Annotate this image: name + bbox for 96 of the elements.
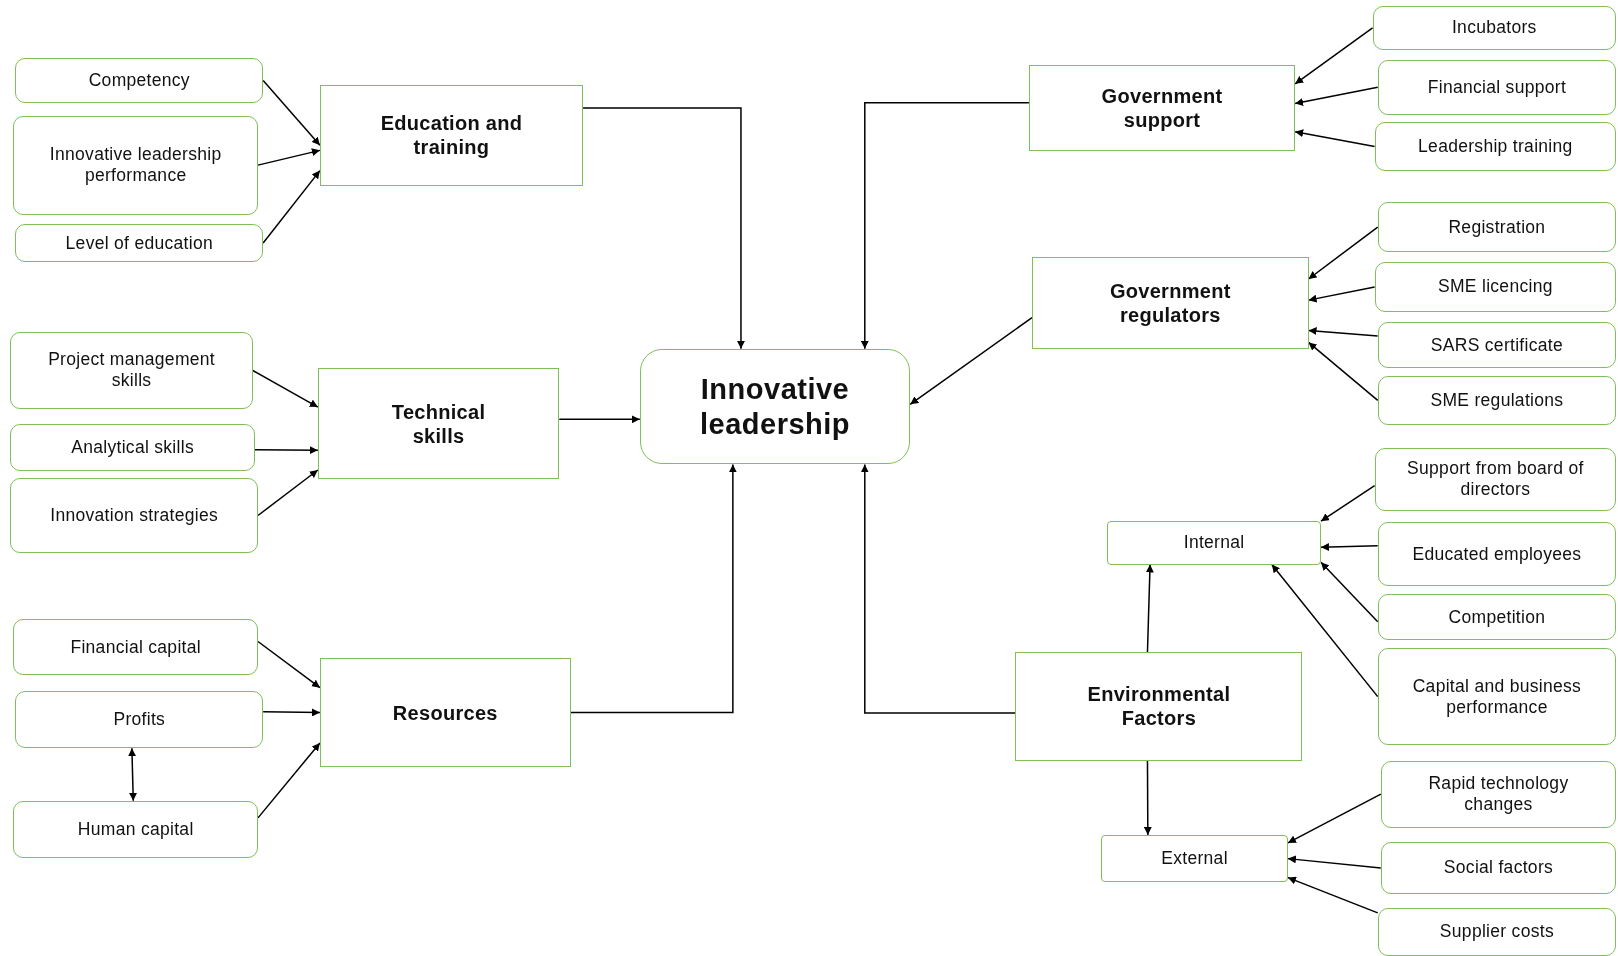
rounded-box bbox=[1372, 6, 1617, 50]
arrow bbox=[257, 640, 321, 689]
node-label: Innovative leadership performance bbox=[48, 144, 223, 187]
node-label: Innovative leadership bbox=[699, 371, 852, 442]
node-label: Rapid technology changes bbox=[1427, 773, 1570, 816]
node-label: Educated employees bbox=[1412, 543, 1582, 565]
node-label: Leadership training bbox=[1418, 136, 1573, 158]
arrow bbox=[1145, 563, 1154, 653]
rounded-box bbox=[1377, 59, 1617, 115]
arrow bbox=[1287, 855, 1382, 869]
rounded-box bbox=[1374, 121, 1617, 172]
arrow bbox=[262, 79, 321, 147]
node-label: Registration bbox=[1448, 216, 1546, 238]
node-label: Human capital bbox=[77, 818, 194, 840]
rounded-box bbox=[1377, 522, 1617, 587]
node-label: Competency bbox=[88, 70, 190, 91]
node-label: Project management skills bbox=[47, 349, 216, 392]
rounded-box bbox=[1101, 834, 1288, 883]
arrow bbox=[1271, 563, 1379, 698]
node-label: SME licencing bbox=[1437, 276, 1553, 298]
arrow bbox=[1294, 129, 1376, 148]
arrow bbox=[1307, 286, 1376, 303]
node-label: SME regulations bbox=[1430, 389, 1564, 411]
arrow bbox=[860, 101, 1030, 350]
rounded-box bbox=[1377, 202, 1617, 252]
node-label: Resources bbox=[392, 700, 498, 725]
node-label: Supplier costs bbox=[1439, 921, 1554, 943]
rounded-box bbox=[1374, 262, 1617, 312]
process-box bbox=[317, 368, 560, 479]
rounded-box bbox=[1377, 648, 1617, 746]
arrow bbox=[860, 463, 1017, 714]
node-label: External bbox=[1161, 848, 1228, 870]
arrow bbox=[1287, 793, 1382, 844]
process-box bbox=[319, 84, 584, 186]
double-arrow bbox=[128, 747, 138, 802]
rounded-box bbox=[15, 223, 264, 263]
rounded-box bbox=[13, 619, 258, 675]
arrow bbox=[257, 148, 321, 166]
node-label: Government regulators bbox=[1108, 278, 1232, 327]
node-label: Government support bbox=[1100, 83, 1224, 132]
node-label: Support from board of directors bbox=[1406, 458, 1585, 501]
node-label: Internal bbox=[1183, 532, 1245, 554]
rounded-box bbox=[10, 424, 255, 471]
node-label: Level of education bbox=[65, 232, 214, 254]
arrow bbox=[257, 469, 319, 517]
rounded-box bbox=[10, 332, 253, 409]
rounded-box bbox=[1374, 447, 1617, 511]
rounded-box bbox=[1377, 375, 1617, 426]
arrow bbox=[1307, 226, 1379, 280]
arrow bbox=[1287, 876, 1379, 914]
process-box bbox=[1032, 256, 1309, 349]
node-label: Financial capital bbox=[70, 636, 201, 658]
arrow bbox=[569, 463, 737, 714]
rounded-box bbox=[1380, 842, 1617, 894]
arrow bbox=[262, 708, 321, 717]
arrow bbox=[1320, 543, 1379, 551]
rounded-box bbox=[15, 691, 264, 749]
rounded-box bbox=[13, 115, 258, 215]
rounded-box bbox=[15, 57, 264, 104]
node-label: Innovation strategies bbox=[50, 504, 219, 526]
rounded-box bbox=[10, 477, 258, 554]
arrow bbox=[1307, 327, 1379, 337]
node-label: Analytical skills bbox=[71, 436, 194, 458]
node-label: Competition bbox=[1448, 606, 1546, 628]
arrow bbox=[909, 316, 1033, 406]
arrow bbox=[558, 415, 641, 424]
arrow bbox=[262, 169, 321, 244]
node-label: Incubators bbox=[1451, 17, 1537, 39]
arrow bbox=[1307, 341, 1379, 402]
arrow bbox=[257, 742, 321, 819]
rounded-box bbox=[13, 800, 258, 858]
process-box bbox=[319, 658, 571, 767]
rounded-box bbox=[1377, 594, 1617, 640]
arrow bbox=[1294, 27, 1374, 85]
node-label: Financial support bbox=[1427, 76, 1567, 98]
node-label: Environmental Factors bbox=[1086, 682, 1232, 731]
arrow bbox=[252, 369, 319, 408]
rounded-box bbox=[1377, 321, 1617, 369]
node-label: Capital and business performance bbox=[1411, 675, 1583, 718]
rounded-box bbox=[1377, 908, 1617, 956]
node-label: Profits bbox=[113, 709, 166, 731]
arrow bbox=[1143, 759, 1152, 836]
process-box bbox=[1015, 652, 1303, 761]
node-label: Technical skills bbox=[390, 399, 487, 448]
arrow bbox=[1294, 86, 1379, 106]
process-box bbox=[1028, 65, 1296, 151]
arrow bbox=[1320, 484, 1376, 522]
rounded-box bbox=[639, 348, 911, 465]
rounded-box bbox=[1380, 760, 1617, 828]
rounded-box bbox=[1107, 521, 1321, 565]
arrow bbox=[582, 107, 745, 350]
node-label: SARS certificate bbox=[1430, 334, 1563, 356]
arrow bbox=[254, 446, 319, 455]
arrow bbox=[1320, 561, 1379, 623]
node-label: Education and training bbox=[379, 111, 524, 160]
node-label: Social factors bbox=[1443, 857, 1554, 879]
